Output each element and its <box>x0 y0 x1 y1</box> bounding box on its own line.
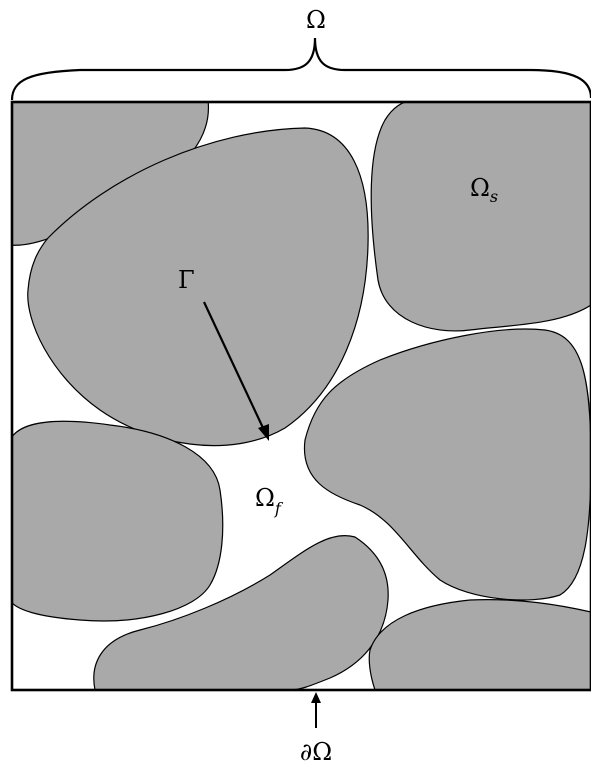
grain-middle-left <box>12 420 224 622</box>
boundary-arrow-head <box>311 692 321 703</box>
grain-middle-right <box>303 328 591 601</box>
domain-label: Ω <box>306 6 326 34</box>
domain-boundary-box <box>10 100 591 692</box>
solid-grains <box>12 102 591 690</box>
fluid-label: Ωf <box>255 484 284 518</box>
boundary-label: ∂Ω <box>300 738 332 766</box>
domain-brace <box>10 37 591 101</box>
interface-arrow-shaft <box>203 301 265 431</box>
solid-label: Ωs <box>470 174 498 206</box>
grain-large-center <box>27 127 369 447</box>
interface-arrow-head <box>258 424 269 441</box>
fluid-label-base: Ω <box>255 484 275 512</box>
grain-bottom-center <box>93 535 389 690</box>
interface-label: Γ <box>178 266 195 294</box>
solid-label-sub: s <box>490 187 498 206</box>
grain-top-right <box>370 102 591 332</box>
solid-label-base: Ω <box>470 174 490 202</box>
grain-bottom-right <box>368 599 591 690</box>
fluid-label-sub: f <box>274 499 284 518</box>
